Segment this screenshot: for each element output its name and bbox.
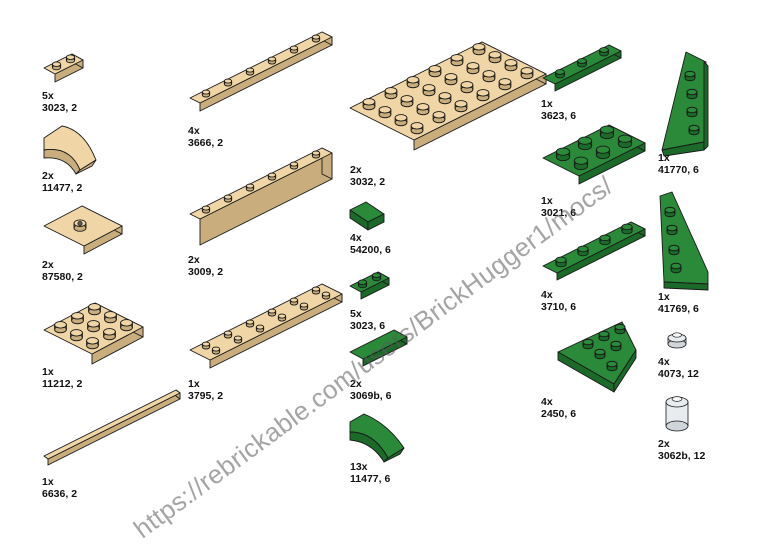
brick-3666-tan — [189, 31, 333, 112]
brick-54200-green — [349, 201, 385, 231]
brick-3021-green — [542, 124, 646, 185]
brick-3032-tan — [349, 41, 547, 151]
brick-3795-tan — [189, 283, 343, 369]
brick-11212-tan — [43, 302, 144, 365]
brick-4073-trans — [667, 332, 687, 349]
brick-3623-green — [542, 44, 622, 92]
brick-3023-green — [349, 271, 390, 300]
brick-6636-tan — [43, 389, 181, 466]
brick-drawings — [43, 31, 709, 466]
brick-11477-green — [349, 413, 405, 463]
brick-41769-green — [659, 191, 709, 291]
brick-3023-tan — [43, 53, 84, 83]
brick-87580-tan — [43, 205, 123, 255]
brick-3062b-trans — [665, 396, 689, 432]
brick-41770-green — [661, 51, 709, 157]
brick-3710-green — [542, 221, 646, 281]
brick-2450-green — [557, 321, 637, 393]
brick-11477-tan — [43, 125, 97, 175]
brick-3069b-green — [349, 329, 408, 367]
brick-3009-tan — [189, 147, 333, 246]
